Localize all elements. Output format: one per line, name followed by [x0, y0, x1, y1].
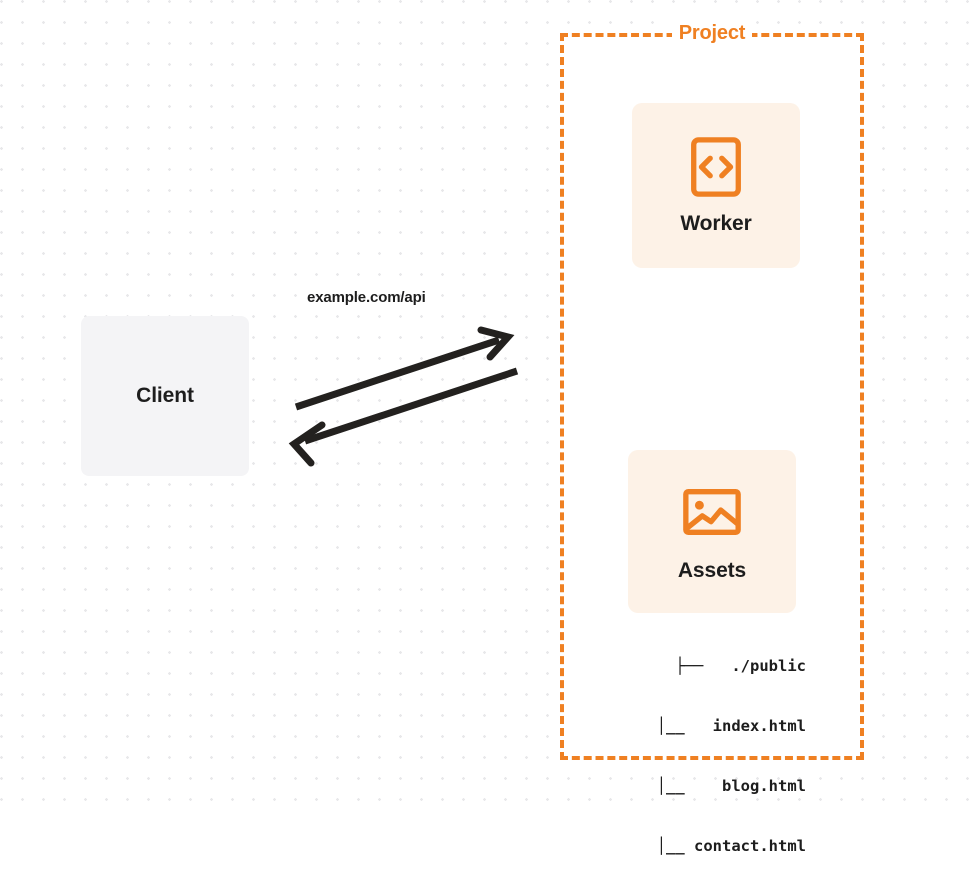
node-worker-label: Worker	[680, 211, 752, 235]
diagram-canvas: Client example.com/api Project Worker	[0, 0, 980, 855]
node-assets[interactable]: Assets	[628, 450, 796, 613]
image-icon	[683, 488, 741, 535]
file-tree-row: │__ blog.html	[656, 777, 806, 795]
edge-label-api: example.com/api	[307, 289, 426, 306]
file-tree-row: │__ index.html	[656, 717, 806, 735]
arrow-request	[294, 326, 515, 411]
file-tree-row: │__ contact.html	[656, 837, 806, 855]
code-brackets-icon	[691, 136, 741, 197]
file-tree-row: ├── ./public	[675, 657, 806, 675]
arrow-response	[288, 367, 519, 467]
node-client[interactable]: Client	[81, 316, 249, 476]
file-tree: ├── ./public │__ index.html │__ blog.htm…	[596, 616, 806, 896]
node-worker[interactable]: Worker	[632, 103, 800, 268]
node-client-label: Client	[136, 384, 194, 407]
node-assets-label: Assets	[677, 558, 747, 582]
